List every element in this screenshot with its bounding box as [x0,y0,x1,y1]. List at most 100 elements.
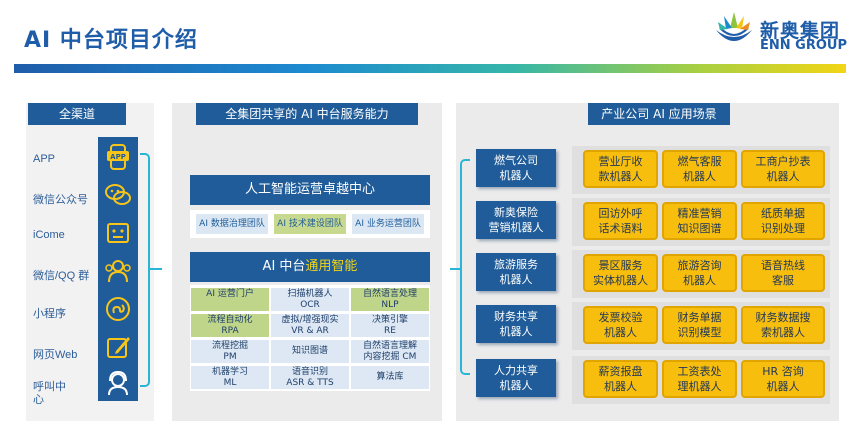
scene-sub: 实体机器人 [593,274,648,287]
scene-label: 财务单据 [677,311,722,324]
platform-prefix: AI 中台 [262,259,306,274]
cap-label: 自然语言处理 [362,289,417,299]
cap-label: 机器学习 [211,367,248,377]
company-label: 旅游服务 [494,258,538,271]
scene-sub: 知识图谱 [677,222,722,235]
scene-card: 财务数据搜索机器人 [741,306,825,344]
scene-label: 工商户抄表 [755,155,811,168]
scene-card: 旅游咨询机器人 [662,254,737,292]
scene-label: HR 咨询 [762,365,804,378]
company-sub: 机器人 [499,379,533,392]
cap-knowledge-graph: 知识图谱 [271,340,349,363]
channel-call-center: 呼叫中心 [33,381,66,406]
scene-label: 燃气客服 [677,155,722,168]
scene-card: 回访外呼话术语料 [583,202,658,240]
cap-label: 流程挖掘 [211,341,248,351]
cap-sub: OCR [300,300,320,310]
capabilities-heading: 全集团共享的 AI 中台服务能力 [196,103,418,125]
scene-sub: 机器人 [683,274,716,287]
ai-platform-general-intelligence: AI 中台通用智能 [190,252,430,282]
logo-cn-text: 新奥集团 [760,20,841,42]
robot-face-icon [107,223,129,243]
platform-suffix: 通用智能 [305,259,358,274]
channel-mini-program: 小程序 [33,308,66,320]
scene-card: 发票校验机器人 [583,306,658,344]
scene-sub: 识别模型 [677,326,722,339]
scene-sub: 理机器人 [677,380,722,393]
channel-web: 网页Web [33,349,78,361]
cap-decision-engine: 决策引擎 RE [351,314,429,337]
ai-excellence-center: 人工智能运营卓越中心 [190,175,430,205]
company-sub: 机器人 [499,169,533,182]
company-finance: 财务共享 机器人 [476,305,556,343]
company-label: 新奥保险 [494,206,538,219]
scene-sub: 机器人 [683,170,716,183]
scene-card: 财务单据识别模型 [662,306,737,344]
scene-card: 薪资报盘机器人 [583,360,658,398]
cap-sub: ML [223,378,237,388]
cap-machine-learning: 机器学习 ML [191,366,269,389]
channels-connector [150,268,162,270]
cap-speech-recognition: 语音识别 ASR & TTS [271,366,349,389]
enn-logo: 新奥集团 ENN GROUP [712,6,852,58]
team-row: AI 数据治理团队 AI 技术建设团队 AI 业务运营团队 [190,210,430,238]
cap-scan-robot-ocr: 扫描机器人 OCR [271,288,349,311]
cap-label: 虚拟/增强现实 [281,315,339,325]
app-icon: APP [107,144,129,170]
company-sub: 机器人 [499,273,533,286]
cap-label: 语音识别 [291,367,328,377]
team-tech-building: AI 技术建设团队 [274,214,346,234]
channel-wechat-qq-group: 微信/QQ 群 [33,270,90,282]
company-label: 燃气公司 [494,154,538,167]
cap-sub: VR & AR [291,326,329,336]
cap-sub: RPA [221,326,239,336]
scene-card: 工商户抄表机器人 [741,150,825,188]
company-gas: 燃气公司 机器人 [476,149,556,187]
capability-grid: AI 运营门户 扫描机器人 OCR 自然语言处理 NLP 流程自动化 RPA 虚… [190,285,430,391]
cap-sub: RE [384,326,396,336]
cap-process-mining: 流程挖掘 PM [191,340,269,363]
scene-label: 精准营销 [677,207,722,220]
cap-label: 扫描机器人 [287,289,333,299]
cap-sub: 内容挖掘 CM [363,352,417,362]
company-hr: 人力共享 机器人 [476,359,556,397]
scene-label: 语音热线 [761,259,805,272]
svg-text:APP: APP [110,153,126,161]
scene-label: 发票校验 [598,311,643,324]
scenarios-connector [450,268,462,270]
scene-label: 回访外呼 [598,207,643,220]
scene-label: 薪资报盘 [598,365,643,378]
scene-label: 工资表处 [677,365,722,378]
web-edit-icon [107,337,130,358]
scenarios-heading: 产业公司 AI 应用场景 [588,103,730,125]
cap-label: 流程自动化 [207,315,253,325]
cap-label: 自然语言理解 [362,341,417,351]
call-center-icon [108,370,128,396]
scene-card: HR 咨询机器人 [741,360,825,398]
company-insurance: 新奥保险 营销机器人 [476,201,556,239]
cap-ai-portal: AI 运营门户 [191,288,269,311]
cap-algorithm-library: 算法库 [351,366,429,389]
scene-label: 纸质单据 [761,207,805,220]
group-icon [105,260,131,283]
company-sub: 营销机器人 [488,221,544,234]
page-title: AI 中台项目介绍 [24,28,198,53]
cap-nlp: 自然语言处理 NLP [351,288,429,311]
header-gradient-bar [14,64,846,73]
cap-label: AI 运营门户 [206,289,254,299]
scene-sub: 话术语料 [598,222,643,235]
scene-card: 燃气客服机器人 [662,150,737,188]
scene-card: 营业厅收款机器人 [583,150,658,188]
team-data-governance: AI 数据治理团队 [196,214,268,234]
scene-sub: 识别处理 [761,222,805,235]
cap-sub: ASR & TTS [286,378,334,388]
scene-card: 精准营销知识图谱 [662,202,737,240]
scene-card: 纸质单据识别处理 [741,202,825,240]
company-label: 财务共享 [494,310,538,323]
sunflower-logo-icon [716,12,752,41]
cap-sub: PM [223,352,237,362]
cap-vr-ar: 虚拟/增强现实 VR & AR [271,314,349,337]
logo-en-text: ENN GROUP [760,38,847,53]
company-sub: 机器人 [499,325,533,338]
channels-bracket [140,153,150,387]
